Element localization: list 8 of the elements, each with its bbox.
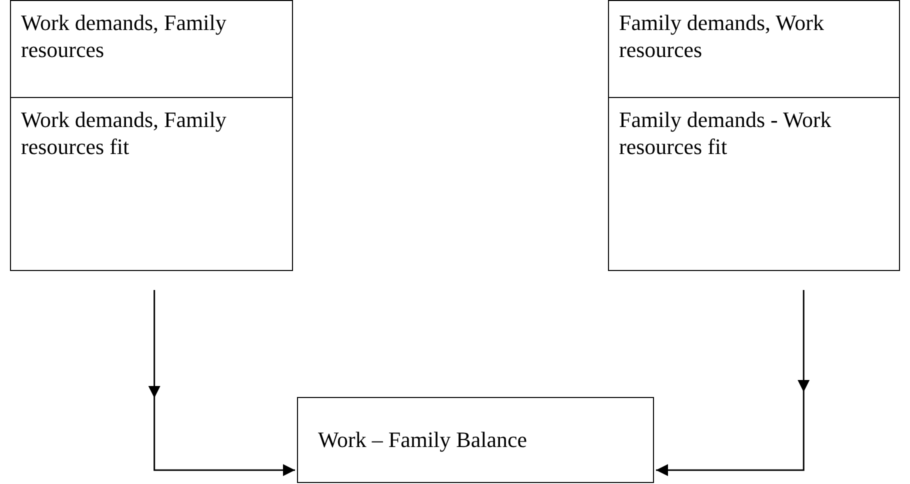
box-text: Work demands, Family resources fit: [20, 106, 228, 161]
box-heading: Work demands, Family resources: [11, 1, 292, 98]
process-box: [10, 0, 293, 271]
process-box: [608, 0, 900, 271]
box-heading: Family demands, Work resources: [609, 1, 899, 98]
box-text: Work – Family Balance: [318, 427, 528, 453]
box-text: Family demands - Work resources fit: [618, 106, 832, 161]
process-box: [297, 397, 654, 483]
